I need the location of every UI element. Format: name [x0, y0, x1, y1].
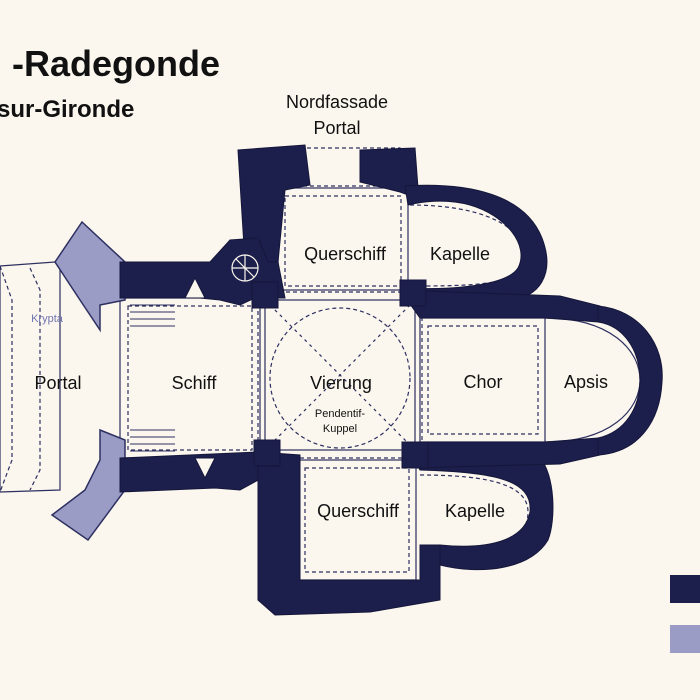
label-chapel-north: Kapelle [430, 244, 490, 264]
label-north-facade: Nordfassade [286, 92, 388, 112]
crossing-outline [264, 299, 416, 451]
wall-chapel-south [409, 451, 554, 571]
spiral-stair-icon [231, 254, 259, 282]
label-chapel-south: Kapelle [445, 501, 505, 521]
pier-se [401, 441, 429, 469]
wall-south-transept [257, 451, 441, 616]
crypt-wall-south [50, 428, 126, 542]
title-line-1: -Radegonde [12, 43, 220, 84]
stairs-south [130, 429, 175, 452]
legend-swatch-light [670, 625, 700, 653]
label-transept-south: Querschiff [317, 501, 400, 521]
wall-choir-south [409, 437, 601, 469]
wall-chapel-north [400, 184, 548, 301]
title-line-2: sur-Gironde [0, 96, 134, 123]
south-transept-dash [304, 467, 410, 573]
west-portal-dash [0, 265, 13, 493]
construction-lines [0, 147, 641, 581]
crossing-dash [257, 291, 423, 459]
choir-dash [427, 325, 539, 435]
label-transept-north: Querschiff [304, 244, 387, 264]
label-crypt: Krypta [31, 313, 64, 325]
north-transept-outline [277, 187, 409, 291]
crypt-walls [50, 220, 126, 542]
crossing-diagonal-2 [264, 299, 416, 451]
pier-sw [253, 439, 281, 467]
pier-nw [251, 281, 279, 309]
label-pendentive-1: Pendentif- [315, 408, 365, 420]
buttress-marks [184, 276, 216, 480]
pendentive-dome-circle [269, 307, 411, 449]
main-walls [119, 144, 663, 616]
west-portal-outline [0, 261, 61, 493]
label-crossing: Vierung [310, 373, 372, 393]
crypt-wall-north [54, 220, 126, 333]
wall-apse [597, 305, 663, 456]
label-nave: Schiff [172, 373, 218, 393]
legend-swatch-dark [670, 575, 700, 603]
pier-ne [399, 279, 427, 307]
wall-choir-north [399, 289, 601, 323]
label-apse: Apsis [564, 372, 608, 392]
label-north-portal: Portal [313, 118, 360, 138]
west-portal-dash-inner [29, 267, 41, 491]
label-west-portal: Portal [34, 373, 81, 393]
chapel-north-inner [409, 204, 526, 287]
stairs-north [130, 304, 175, 327]
north-transept-dash [284, 195, 402, 287]
nave-dash [127, 305, 253, 451]
label-pendentive-2: Kuppel [323, 423, 357, 435]
label-choir: Chor [463, 372, 502, 392]
